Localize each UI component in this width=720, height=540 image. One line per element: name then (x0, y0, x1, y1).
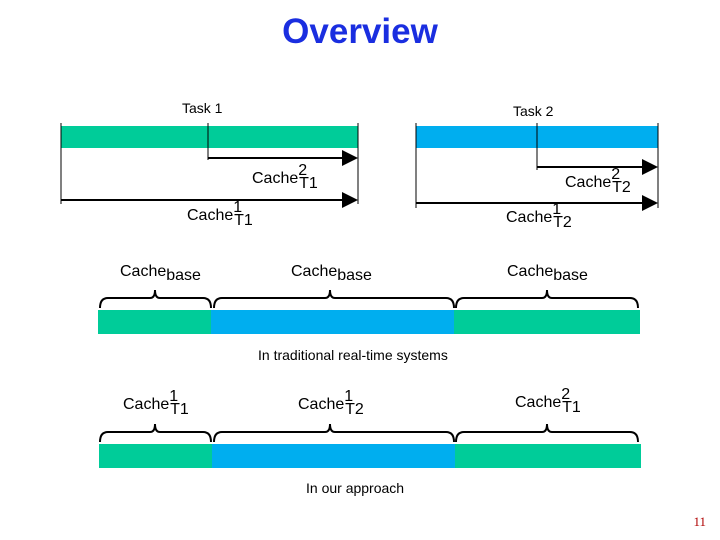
task-1-bar (61, 126, 358, 148)
approach-segment-task-1-resume (455, 444, 641, 468)
approach-brace-2 (213, 423, 455, 443)
traditional-brace-3-label: Cachebase (507, 263, 588, 284)
traditional-segment-task-1 (98, 310, 211, 334)
approach-brace-1 (99, 423, 212, 443)
traditional-brace-1 (99, 289, 212, 309)
traditional-caption: In traditional real-time systems (258, 347, 448, 363)
approach-brace-3 (455, 423, 639, 443)
task-2-label: Task 2 (513, 103, 554, 119)
traditional-brace-1-label: Cachebase (120, 263, 201, 284)
approach-caption: In our approach (306, 480, 405, 496)
traditional-brace-3 (455, 289, 639, 309)
approach-segment-task-2 (212, 444, 455, 468)
slide-title: Overview (282, 12, 438, 51)
traditional-brace-2-label: Cachebase (291, 263, 372, 284)
task-1-label: Task 1 (182, 100, 223, 116)
traditional-segment-task-2 (211, 310, 454, 334)
page-number: 11 (693, 514, 706, 529)
traditional-brace-2 (213, 289, 455, 309)
traditional-segment-task-1-resume (454, 310, 640, 334)
approach-segment-task-1 (99, 444, 212, 468)
